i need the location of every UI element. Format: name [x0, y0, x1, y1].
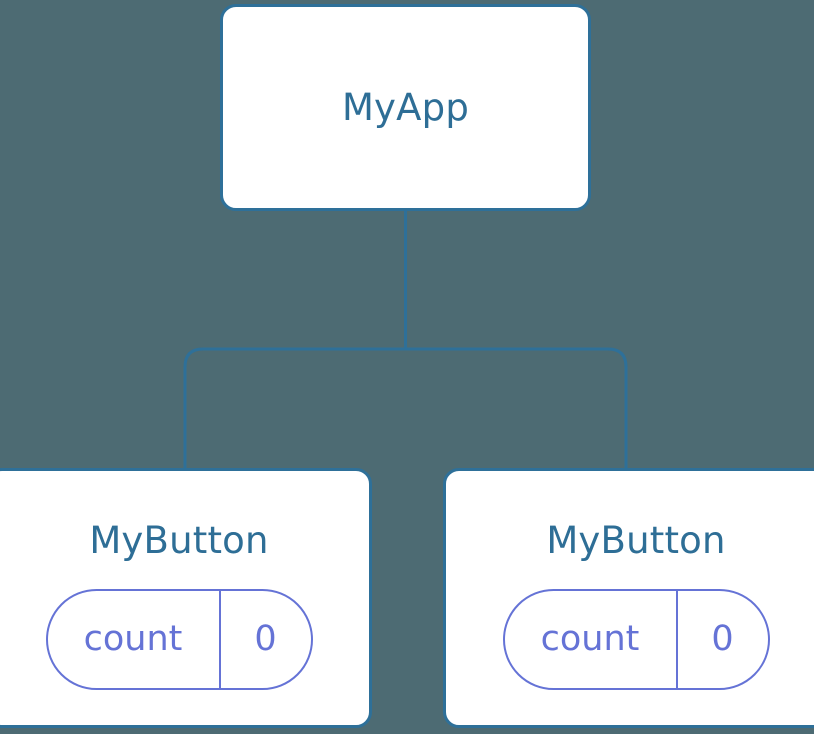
node-title: MyButton [546, 519, 726, 562]
state-value: 0 [711, 619, 734, 659]
state-pill[interactable]: count 0 [45, 589, 313, 690]
tree-node-child[interactable]: MyButton count 0 [443, 468, 814, 728]
edge-bracket-to-child-0 [183, 347, 406, 469]
tree-node-root[interactable]: MyApp [220, 4, 591, 211]
node-title: MyButton [89, 519, 269, 562]
state-key: count [505, 591, 678, 688]
state-value: 0 [254, 619, 277, 659]
node-title: MyApp [341, 86, 470, 129]
edge-bracket-to-child-1 [405, 347, 628, 469]
state-pill[interactable]: count 0 [502, 589, 770, 690]
tree-node-child[interactable]: MyButton count 0 [0, 468, 372, 728]
state-key: count [48, 591, 221, 688]
